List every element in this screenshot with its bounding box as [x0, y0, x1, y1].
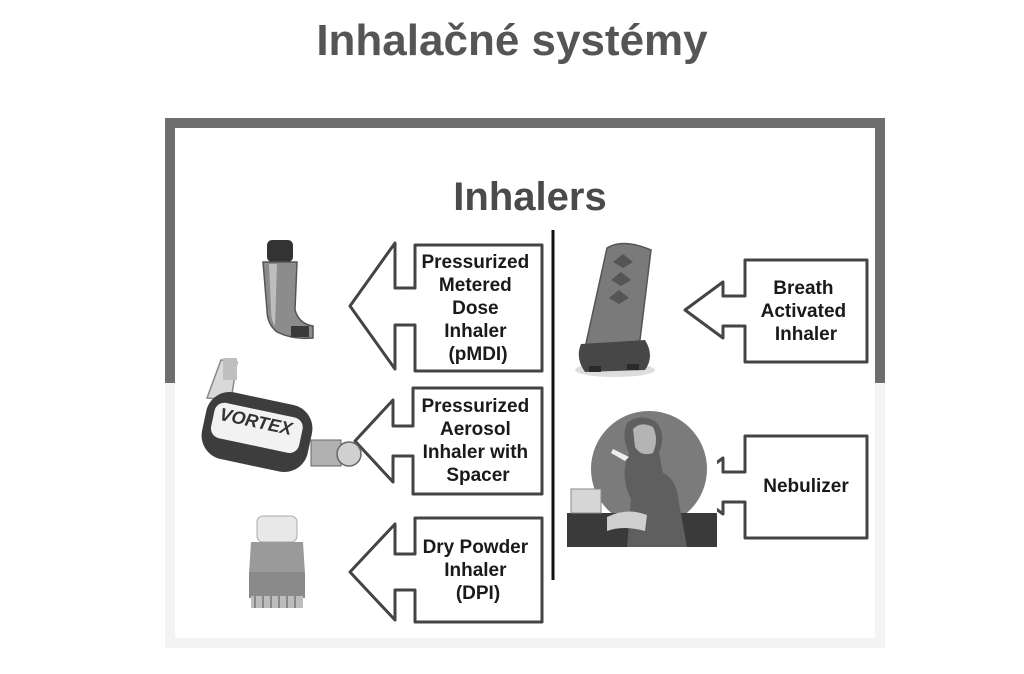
- spacer-label-line-2: Aerosol: [440, 419, 511, 440]
- breath-label-line-2: Activated: [761, 301, 847, 322]
- pmdi-label-line-1: Pressurized: [421, 252, 529, 273]
- dpi-arrow: Dry Powder Inhaler (DPI): [348, 516, 544, 624]
- dpi-label-line-3: (DPI): [456, 583, 500, 604]
- spacer-label-line-1: Pressurized: [421, 396, 529, 417]
- spacer-label-line-3: Inhaler with: [423, 442, 529, 463]
- breath-label-line-1: Breath: [773, 278, 833, 299]
- arrow-shape: [353, 386, 544, 496]
- dry-powder-inhaler-icon: [249, 515, 305, 608]
- arrow-shape: [348, 241, 544, 373]
- pmdi-inhaler-icon: [262, 240, 314, 340]
- pmdi-label-line-3: Dose: [452, 298, 498, 319]
- spacer-label-line-4: Spacer: [446, 465, 510, 486]
- nebulizer-label: Nebulizer: [763, 476, 849, 497]
- spacer-label: Pressurized Aerosol Inhaler with Spacer: [421, 396, 534, 486]
- nebulizer-photo: [567, 411, 717, 548]
- page-title: Inhalačné systémy: [316, 16, 708, 65]
- breath-activated-inhaler-icon: [575, 242, 655, 377]
- inhalers-heading: Inhalers: [453, 175, 606, 219]
- dpi-label-line-2: Inhaler: [444, 560, 507, 581]
- pmdi-label-line-4: Inhaler: [444, 321, 507, 342]
- breath-activated-label: Breath Activated Inhaler: [761, 278, 852, 345]
- pmdi-label: Pressurized Metered Dose Inhaler (pMDI): [421, 252, 534, 365]
- arrow-shape: [683, 434, 869, 540]
- pmdi-label-line-5: (pMDI): [448, 344, 507, 365]
- spacer-inhaler-icon: VORTEX: [201, 358, 362, 473]
- inhalers-figure: Inhalers Pressurized Metered Dose Inhale…: [165, 118, 885, 648]
- pmdi-label-line-2: Metered: [439, 275, 512, 296]
- nebulizer-arrow: Nebulizer: [683, 434, 869, 540]
- arrow-shape: [348, 516, 544, 624]
- arrow-shape: [683, 258, 869, 364]
- breath-label-line-3: Inhaler: [775, 324, 838, 345]
- breath-activated-arrow: Breath Activated Inhaler: [683, 258, 869, 364]
- pmdi-arrow: Pressurized Metered Dose Inhaler (pMDI): [348, 241, 544, 373]
- dpi-label: Dry Powder Inhaler (DPI): [423, 537, 534, 604]
- dpi-label-line-1: Dry Powder: [423, 537, 529, 558]
- spacer-arrow: Pressurized Aerosol Inhaler with Spacer: [353, 386, 544, 496]
